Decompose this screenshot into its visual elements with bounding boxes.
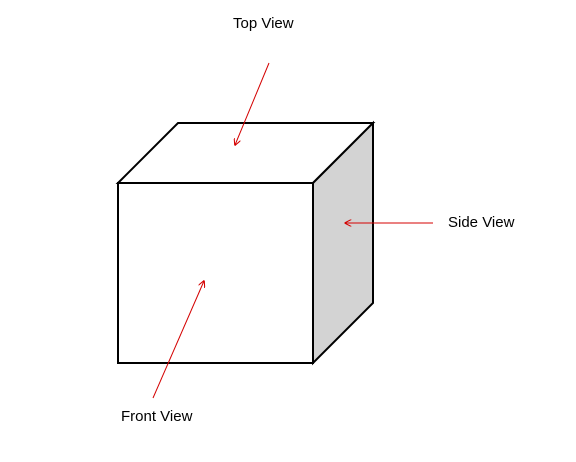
top-view-label: Top View [233, 15, 294, 32]
cube-front-face [117, 182, 314, 364]
front-view-label: Front View [121, 408, 193, 425]
top-view-arrow [235, 62, 270, 145]
front-view-arrow [152, 281, 204, 399]
side-view-label: Side View [448, 214, 515, 231]
